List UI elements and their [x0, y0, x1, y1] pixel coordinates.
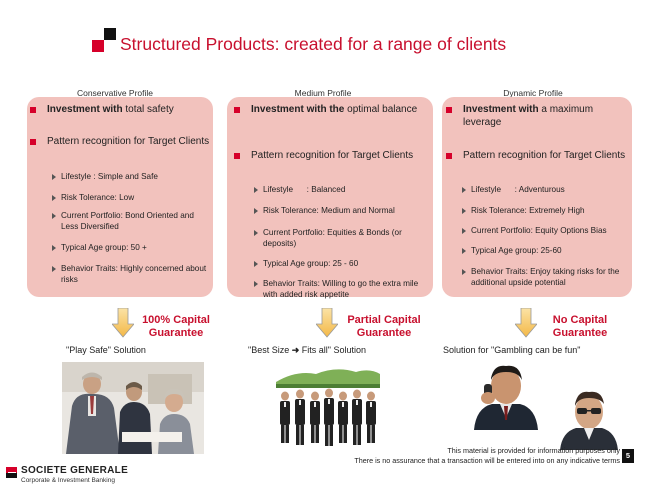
disclaimer-line: There is no assurance that a transaction…	[354, 455, 620, 465]
title-decoration-red-square	[92, 40, 104, 52]
guarantee-line: No Capital	[552, 314, 608, 326]
bullet-text: optimal balance	[347, 104, 418, 115]
sub-item: Typical Age group: 25-60	[462, 246, 630, 257]
disclaimer: This material is provided for informatio…	[300, 446, 620, 465]
right-arrow-icon: ➜	[291, 345, 300, 355]
triangle-bullet-icon	[52, 174, 56, 180]
couple-advisor-photo	[62, 362, 204, 454]
bullet-square-icon	[30, 139, 36, 145]
bullet-text: Pattern recognition for Target Clients	[47, 136, 210, 147]
guarantee-line: Guarantee	[356, 327, 412, 339]
triangle-bullet-icon	[462, 269, 466, 275]
sub-item: Lifestyle : Adventurous	[462, 185, 630, 196]
triangle-bullet-icon	[52, 245, 56, 251]
bullet-bold-text: Investment with the	[251, 104, 345, 115]
triangle-bullet-icon	[52, 213, 56, 219]
sub-item: Behavior Traits: Enjoy taking risks for …	[462, 267, 630, 288]
businessman-phone-photo	[466, 358, 546, 430]
triangle-bullet-icon	[254, 261, 258, 267]
disclaimer-line: This material is provided for informatio…	[447, 446, 620, 455]
triangle-bullet-icon	[254, 230, 258, 236]
bullet-square-icon	[234, 107, 240, 113]
down-arrow-icon	[112, 308, 134, 338]
triangle-bullet-icon	[462, 187, 466, 193]
sub-item: Risk Tolerance: Low	[52, 193, 210, 204]
panel-dynamic	[442, 97, 632, 297]
down-arrow-icon	[515, 308, 537, 338]
tagline-part: Fits all" Solution	[301, 345, 367, 355]
tagline-part: "Best Size	[248, 345, 290, 355]
man-with-glasses-photo	[554, 384, 624, 450]
bullet-bold-text: Investment with	[463, 104, 539, 115]
bullet-investment-dynamic: Investment with a maximum leverage	[446, 104, 630, 129]
bullet-text: a maximum leverage	[463, 104, 594, 128]
triangle-bullet-icon	[254, 281, 258, 287]
bullet-text: Pattern recognition for Target Clients	[463, 150, 626, 161]
bullet-bold-text: Investment with	[47, 104, 123, 115]
triangle-bullet-icon	[254, 187, 258, 193]
sub-item: Typical Age group: 50 +	[52, 243, 210, 254]
bullet-investment-conservative: Investment with total safety	[30, 104, 212, 117]
column-heading-medium: Medium Profile	[294, 88, 352, 98]
guarantee-line: Partial Capital	[347, 314, 421, 326]
tagline-dynamic: Solution for "Gambling can be fun"	[443, 345, 581, 355]
bullet-square-icon	[30, 107, 36, 113]
guarantee-label-medium: Partial Capital Guarantee	[334, 314, 434, 340]
panel-medium	[227, 97, 433, 297]
title-decoration-black-square	[104, 28, 116, 40]
sub-item: Risk Tolerance: Extremely High	[462, 206, 630, 217]
sub-item: Current Portfolio: Equity Options Bias	[462, 226, 630, 237]
bullet-square-icon	[446, 153, 452, 159]
sub-item: Lifestyle : Simple and Safe	[52, 172, 210, 183]
triangle-bullet-icon	[462, 248, 466, 254]
sub-item: Behavior Traits: Willing to go the extra…	[254, 279, 429, 300]
sub-item: Typical Age group: 25 - 60	[254, 259, 429, 270]
bullet-pattern-dynamic: Pattern recognition for Target Clients	[446, 150, 630, 163]
guarantee-label-dynamic: No Capital Guarantee	[540, 314, 620, 340]
triangle-bullet-icon	[52, 266, 56, 272]
bullet-text: total safety	[125, 104, 174, 115]
societe-generale-logo: SOCIETE GENERALE Corporate & Investment …	[6, 465, 146, 499]
page-title: Structured Products: created for a range…	[120, 34, 507, 54]
bullet-pattern-conservative: Pattern recognition for Target Clients	[30, 136, 212, 149]
sub-item: Lifestyle : Balanced	[254, 185, 429, 196]
panel-conservative	[27, 97, 213, 297]
bullet-investment-medium: Investment with the optimal balance	[234, 104, 430, 117]
businessmen-row-photo	[276, 362, 380, 452]
column-heading-dynamic: Dynamic Profile	[503, 88, 563, 98]
sub-item: Behavior Traits: Highly concerned about …	[52, 264, 210, 285]
triangle-bullet-icon	[52, 195, 56, 201]
guarantee-line: Guarantee	[148, 327, 204, 339]
sub-item: Current Portfolio: Bond Oriented and Les…	[52, 211, 210, 232]
tagline-medium: "Best Size ➜ Fits all" Solution	[248, 345, 366, 356]
logo-name: SOCIETE GENERALE	[21, 465, 129, 476]
bullet-square-icon	[234, 153, 240, 159]
bullet-pattern-medium: Pattern recognition for Target Clients	[234, 150, 430, 163]
triangle-bullet-icon	[254, 208, 258, 214]
bullet-text: Pattern recognition for Target Clients	[251, 150, 414, 161]
logo-subtitle: Corporate & Investment Banking	[21, 477, 115, 484]
tagline-conservative: "Play Safe" Solution	[66, 345, 146, 355]
guarantee-line: Guarantee	[552, 327, 608, 339]
page-number: 5	[622, 449, 634, 463]
column-heading-conservative: Conservative Profile	[76, 88, 154, 98]
sub-item: Risk Tolerance: Medium and Normal	[254, 206, 429, 217]
bullet-square-icon	[446, 107, 452, 113]
triangle-bullet-icon	[462, 208, 466, 214]
logo-flag-icon	[6, 467, 17, 478]
triangle-bullet-icon	[462, 228, 466, 234]
down-arrow-icon	[316, 308, 338, 338]
guarantee-line: 100% Capital	[142, 314, 210, 326]
guarantee-label-conservative: 100% Capital Guarantee	[128, 314, 224, 340]
sub-item: Current Portfolio: Equities & Bonds (or …	[254, 228, 429, 249]
